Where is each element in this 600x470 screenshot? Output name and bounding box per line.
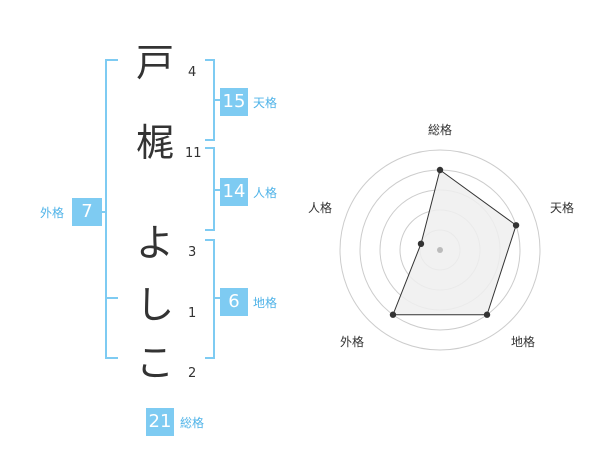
name-char-2: 梶 [135,121,174,165]
jinkaku-badge: 14 [220,178,248,206]
soukaku-label: 総格 [180,416,205,430]
tenkaku-bracket [205,59,220,141]
jinkaku-bracket [205,147,220,231]
fortune-brackets [94,59,220,359]
soukaku-badge: 21 [146,408,174,436]
stroke-count-3: 3 [188,245,197,260]
radar-label-gaikaku: 外格 [340,335,365,349]
radar-label-chikaku: 地格 [511,335,536,349]
radar-label-jinkaku: 人格 [308,201,333,215]
stroke-count-4: 1 [188,306,197,321]
radar-grid-ring [339,149,541,351]
name-char-1: 戸 [135,41,174,85]
jinkaku-label: 人格 [253,186,278,200]
gaikaku-badge: 7 [72,198,102,226]
stroke-count-5: 2 [188,366,197,381]
radar-point-2 [483,311,491,318]
name-char-4: し [135,283,174,327]
radar-label-soukaku: 総格 [428,123,453,137]
chikaku-bracket [205,239,220,359]
name-char-5: こ [135,341,174,385]
radar-point-4 [417,240,425,248]
radar-point-1 [512,222,520,229]
chikaku-badge: 6 [220,288,248,316]
chikaku-label: 地格 [253,296,278,310]
radar-polygon [392,169,517,316]
tenkaku-badge: 15 [220,88,248,116]
gaikaku-label: 外格 [40,206,65,220]
stroke-count-1: 4 [188,65,197,80]
stroke-count-2: 11 [185,146,202,161]
radar-point-0 [436,166,444,174]
radar-center-dot [437,247,443,253]
radar-point-3 [389,311,397,318]
tenkaku-label: 天格 [253,96,278,110]
radar-label-tenkaku: 天格 [550,201,575,215]
name-char-3: よ [135,221,174,265]
